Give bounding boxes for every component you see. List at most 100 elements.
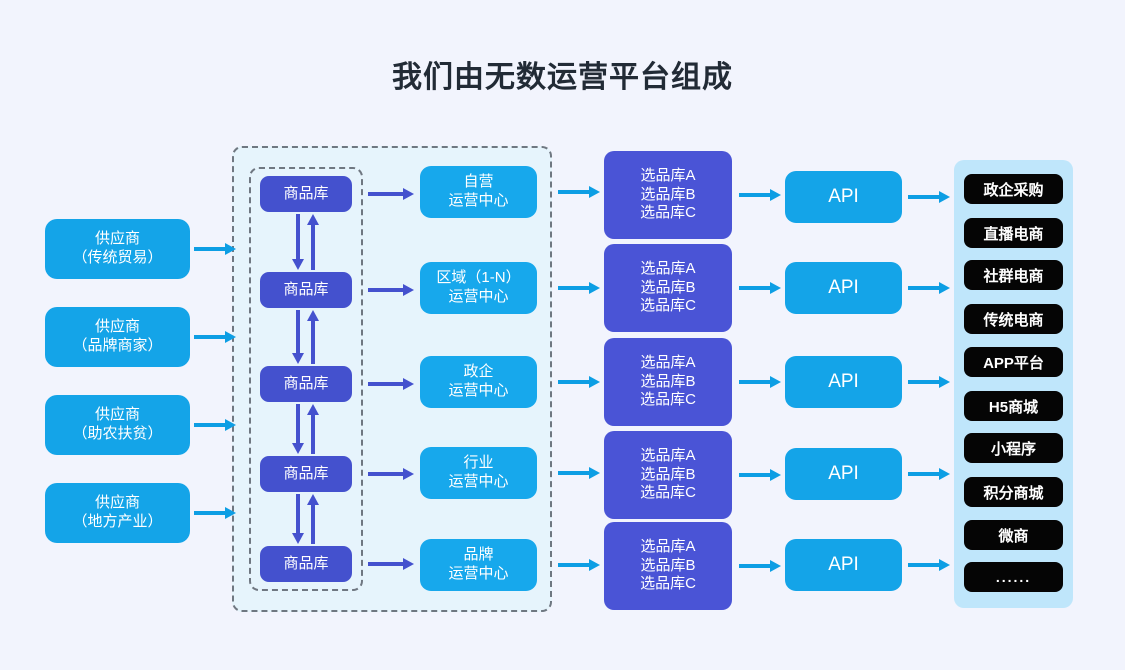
channel-pill-10[interactable]: ...... — [964, 562, 1063, 592]
channel-pill-label-5: APP平台 — [983, 354, 1044, 372]
arrow-warehouse-to-opcenter-1 — [368, 187, 414, 201]
arrow-selection-to-api-3 — [739, 375, 781, 389]
selection-box-2-line2: 选品库B — [640, 278, 696, 296]
channel-pill-1[interactable]: 政企采购 — [964, 174, 1063, 204]
channel-pill-3[interactable]: 社群电商 — [964, 260, 1063, 290]
channel-pill-5[interactable]: APP平台 — [964, 347, 1063, 377]
opcenter-box-4-line1: 行业 — [463, 454, 494, 472]
opcenter-box-3-line1: 政企 — [463, 363, 494, 381]
arrow-api-to-channel-1 — [908, 190, 950, 204]
supplier-box-2[interactable]: 供应商（品牌商家） — [45, 307, 190, 367]
warehouse-box-2-line1: 商品库 — [283, 280, 329, 298]
warehouse-box-5-line1: 商品库 — [283, 554, 329, 572]
channel-pill-label-4: 传统电商 — [983, 311, 1044, 329]
selection-box-1-line1: 选品库A — [640, 166, 696, 184]
arrow-opcenter-to-selection-1 — [558, 185, 600, 199]
selection-box-5-line1: 选品库A — [640, 537, 696, 555]
channel-pill-label-9: 微商 — [998, 527, 1029, 545]
selection-box-1-line2: 选品库B — [640, 185, 696, 203]
supplier-box-3-line1: 供应商 — [94, 406, 140, 424]
warehouse-bidirectional-arrows-1 — [289, 214, 323, 270]
warehouse-box-5[interactable]: 商品库 — [260, 546, 352, 582]
warehouse-box-2[interactable]: 商品库 — [260, 272, 352, 308]
arrow-supplier-3 — [194, 418, 236, 432]
arrow-api-to-channel-4 — [908, 467, 950, 481]
arrow-warehouse-to-opcenter-2 — [368, 283, 414, 297]
supplier-box-3[interactable]: 供应商（助农扶贫） — [45, 395, 190, 455]
api-box-2[interactable]: API — [785, 262, 902, 314]
supplier-box-2-line1: 供应商 — [94, 318, 140, 336]
api-box-4[interactable]: API — [785, 448, 902, 500]
warehouse-box-3-line1: 商品库 — [283, 374, 329, 392]
opcenter-box-2-line2: 运营中心 — [448, 288, 509, 305]
api-box-1-line1: API — [828, 186, 859, 208]
arrow-selection-to-api-2 — [739, 281, 781, 295]
channel-pill-7[interactable]: 小程序 — [964, 433, 1063, 463]
channel-pill-label-7: 小程序 — [990, 440, 1036, 458]
opcenter-box-5-line2: 运营中心 — [448, 565, 509, 582]
page-title: 我们由无数运营平台组成 — [392, 61, 733, 94]
opcenter-box-4[interactable]: 行业运营中心 — [420, 447, 537, 499]
warehouse-box-4-line1: 商品库 — [283, 464, 329, 482]
selection-box-4-line3: 选品库C — [640, 484, 696, 502]
supplier-box-1[interactable]: 供应商（传统贸易） — [45, 219, 190, 279]
api-box-5-line1: API — [828, 554, 859, 576]
selection-box-4-line1: 选品库A — [640, 446, 696, 464]
arrow-warehouse-to-opcenter-3 — [368, 377, 414, 391]
arrow-warehouse-to-opcenter-4 — [368, 467, 414, 481]
warehouse-bidirectional-arrows-3 — [289, 404, 323, 454]
warehouse-box-1[interactable]: 商品库 — [260, 176, 352, 212]
channel-pill-label-2: 直播电商 — [983, 225, 1044, 243]
opcenter-box-3[interactable]: 政企运营中心 — [420, 356, 537, 408]
opcenter-box-3-line2: 运营中心 — [448, 382, 509, 399]
opcenter-box-1-line1: 自营 — [463, 173, 494, 191]
supplier-box-4-line2: （地方产业） — [72, 513, 163, 530]
arrow-supplier-4 — [194, 506, 236, 520]
channel-pill-label-1: 政企采购 — [983, 181, 1044, 199]
arrow-api-to-channel-5 — [908, 558, 950, 572]
warehouse-box-1-line1: 商品库 — [283, 184, 329, 202]
arrow-selection-to-api-5 — [739, 559, 781, 573]
supplier-box-1-line1: 供应商 — [94, 230, 140, 248]
supplier-box-1-line2: （传统贸易） — [72, 249, 163, 266]
opcenter-box-2[interactable]: 区域（1-N）运营中心 — [420, 262, 537, 314]
selection-box-3-line2: 选品库B — [640, 372, 696, 390]
arrow-opcenter-to-selection-4 — [558, 466, 600, 480]
warehouse-box-3[interactable]: 商品库 — [260, 366, 352, 402]
api-box-5[interactable]: API — [785, 539, 902, 591]
supplier-box-4[interactable]: 供应商（地方产业） — [45, 483, 190, 543]
channel-pill-8[interactable]: 积分商城 — [964, 477, 1063, 507]
selection-box-3-line1: 选品库A — [640, 353, 696, 371]
opcenter-box-5-line1: 品牌 — [463, 546, 494, 564]
channel-pill-6[interactable]: H5商城 — [964, 391, 1063, 421]
opcenter-box-5[interactable]: 品牌运营中心 — [420, 539, 537, 591]
warehouse-bidirectional-arrows-4 — [289, 494, 323, 544]
api-box-3[interactable]: API — [785, 356, 902, 408]
arrow-supplier-1 — [194, 242, 236, 256]
channel-pill-label-8: 积分商城 — [983, 484, 1044, 502]
arrow-selection-to-api-4 — [739, 468, 781, 482]
warehouse-group-container — [249, 167, 363, 591]
supplier-box-3-line2: （助农扶贫） — [72, 425, 163, 442]
channel-pill-9[interactable]: 微商 — [964, 520, 1063, 550]
arrow-api-to-channel-2 — [908, 281, 950, 295]
channel-pill-2[interactable]: 直播电商 — [964, 218, 1063, 248]
arrow-api-to-channel-3 — [908, 375, 950, 389]
arrow-supplier-2 — [194, 330, 236, 344]
opcenter-box-1[interactable]: 自营运营中心 — [420, 166, 537, 218]
channel-pill-label-6: H5商城 — [988, 398, 1039, 416]
api-box-4-line1: API — [828, 463, 859, 485]
channel-pill-label-10: ...... — [995, 569, 1032, 585]
warehouse-box-4[interactable]: 商品库 — [260, 456, 352, 492]
api-box-1[interactable]: API — [785, 171, 902, 223]
supplier-box-4-line1: 供应商 — [94, 494, 140, 512]
warehouse-bidirectional-arrows-2 — [289, 310, 323, 364]
selection-box-2-line3: 选品库C — [640, 297, 696, 315]
channel-pill-4[interactable]: 传统电商 — [964, 304, 1063, 334]
